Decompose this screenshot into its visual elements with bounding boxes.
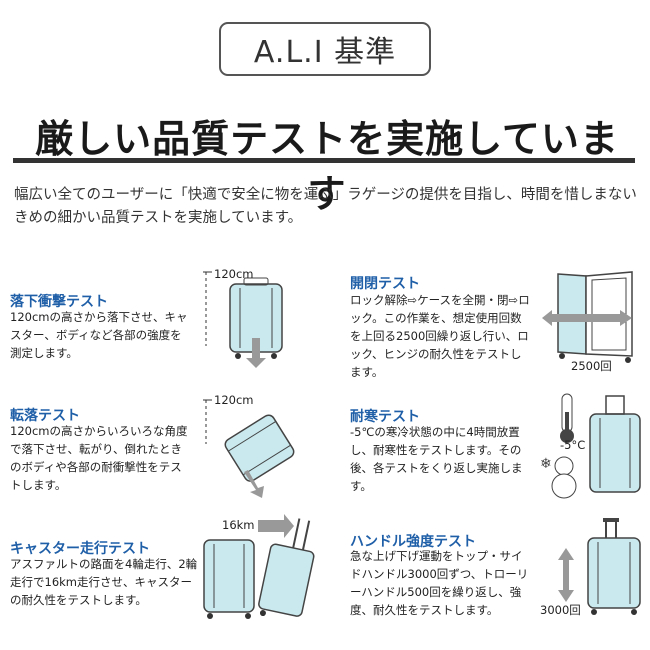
drop-test-illustration: [203, 271, 283, 368]
page-title: 厳しい品質テストを実施しています: [35, 117, 619, 216]
handle-test-body: 急な上げ下げ運動をトップ・サイドハンドル3000回ずつ、トローリーハンドル500…: [350, 549, 529, 617]
tumble-test-illustration: [203, 399, 295, 498]
swing-arrow-icon: [542, 310, 632, 326]
cold-test-illustration: ❄: [540, 393, 641, 499]
tumble-test-title: 転落テスト: [10, 408, 80, 424]
intro-text: 幅広い全てのユーザーに「快適で安全に物を運ぶ」ラゲージの提供を目指し、時間を惜し…: [14, 187, 637, 226]
open-close-test-illustration: [542, 271, 633, 363]
open-close-count-label: 2500回: [571, 359, 612, 373]
suitcase-icon: [203, 539, 255, 619]
tumble-height-label: 120cm: [214, 393, 254, 407]
down-arrow-icon: [246, 338, 266, 368]
cold-temperature-label: -5°C: [560, 438, 586, 452]
caster-test-illustration: [203, 514, 315, 619]
cold-test-body: -5℃の寒冷状態の中に4時間放置し、耐寒性をテストします。その後、各テストをくり…: [350, 425, 523, 493]
drop-test-body: 120cmの高さから落下させ、キャスター、ボディなど各部の強度を測定します。: [10, 310, 188, 360]
suitcase-icon: [589, 395, 641, 493]
up-down-arrow-icon: [558, 548, 574, 602]
caster-distance-label: 16km: [222, 518, 255, 532]
drop-height-label: 120cm: [214, 267, 254, 281]
caster-test-body: アスファルトの路面を4輪走行、2輪走行で16km走行させ、キャスターの耐久性をテ…: [10, 557, 198, 607]
drop-test-title: 落下衝撃テスト: [10, 294, 108, 310]
open-close-test-body: ロック解除⇨ケースを全開・閉⇨ロック。この作業を、想定使用回数を上回る2500回…: [350, 293, 530, 379]
suitcase-icon: [224, 414, 295, 482]
snowman-icon: ❄: [540, 456, 577, 499]
thermometer-icon: [560, 393, 574, 443]
ali-standard-badge: A.L.I 基準: [219, 22, 431, 76]
handle-count-label: 3000回: [540, 603, 581, 617]
suitcase-icon: [258, 518, 315, 617]
tumble-test-body: 120cmの高さからいろいろな角度で落下させ、転がり、倒れたときのボディや各部の…: [10, 424, 188, 492]
cold-test-title: 耐寒テスト: [350, 409, 420, 425]
down-arrow-icon: [244, 470, 264, 498]
handle-test-title: ハンドル強度テスト: [350, 534, 476, 550]
right-arrow-icon: [258, 514, 294, 538]
open-close-test-title: 開閉テスト: [350, 276, 420, 292]
caster-test-title: キャスター走行テスト: [10, 541, 150, 557]
title-divider: [13, 158, 635, 163]
svg-text:❄: ❄: [540, 456, 552, 472]
suitcase-icon: [587, 518, 641, 615]
handle-test-illustration: [558, 518, 641, 615]
